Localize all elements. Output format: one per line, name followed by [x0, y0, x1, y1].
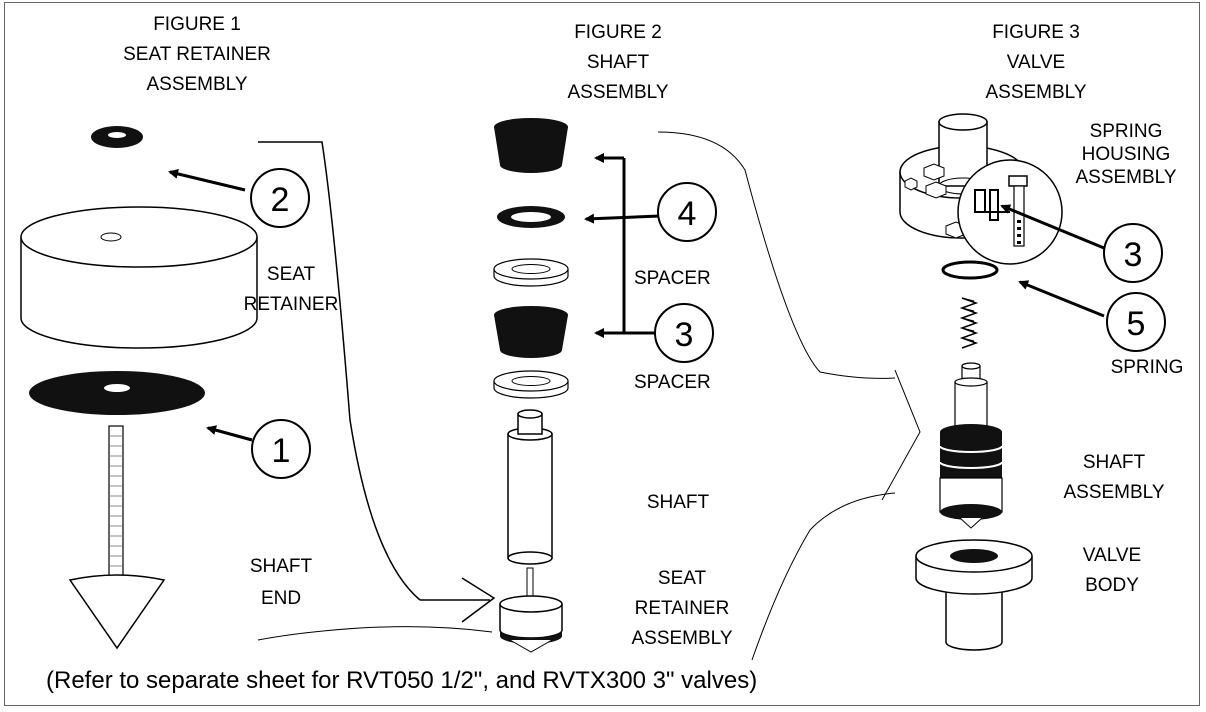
connector-fig1-top	[258, 141, 421, 601]
callout-4: 4	[657, 182, 717, 242]
svg-text:SPRING: SPRING	[1090, 121, 1163, 142]
callout-1: 1	[206, 419, 311, 479]
figure-3-title: FIGURE 3 VALVE ASSEMBLY	[985, 22, 1086, 103]
figure-1-title: FIGURE 1 SEAT RETAINER ASSEMBLY	[123, 14, 271, 95]
svg-text:FIGURE 3: FIGURE 3	[992, 22, 1080, 43]
fig3-detail-circle	[957, 159, 1063, 265]
svg-text:SEAT: SEAT	[658, 568, 707, 589]
fig3-shaft-assembly	[939, 362, 1003, 529]
label-shaft-end: SHAFT END	[250, 556, 313, 609]
svg-text:ASSEMBLY: ASSEMBLY	[1063, 482, 1164, 503]
svg-text:4: 4	[678, 195, 697, 233]
svg-text:3: 3	[675, 316, 694, 354]
svg-text:SEAT RETAINER: SEAT RETAINER	[123, 44, 271, 65]
svg-text:ASSEMBLY: ASSEMBLY	[146, 74, 247, 95]
label-seat-retainer-assembly: SEAT RETAINER ASSEMBLY	[631, 568, 732, 649]
fig3-valve-body	[915, 539, 1033, 651]
svg-text:VALVE: VALVE	[1007, 52, 1065, 73]
svg-text:RETAINER: RETAINER	[635, 598, 730, 619]
svg-text:SHAFT: SHAFT	[1083, 452, 1146, 473]
connector-arrow-open	[420, 577, 496, 623]
fig2-callout-bracket	[584, 153, 661, 338]
fig2-o-ring	[497, 206, 565, 228]
svg-text:HOUSING: HOUSING	[1082, 144, 1171, 165]
svg-text:VALVE: VALVE	[1083, 545, 1141, 566]
svg-text:1: 1	[272, 432, 291, 470]
svg-text:SHAFT: SHAFT	[250, 556, 313, 577]
label-spacer-1: SPACER	[634, 268, 711, 289]
svg-text:ASSEMBLY: ASSEMBLY	[985, 82, 1086, 103]
label-seat-retainer: SEAT RETAINER	[244, 264, 339, 315]
fig1-small-washer	[91, 126, 143, 148]
svg-text:2: 2	[271, 181, 290, 219]
svg-text:SHAFT: SHAFT	[587, 52, 650, 73]
svg-text:ASSEMBLY: ASSEMBLY	[1075, 167, 1176, 188]
label-valve-body: VALVE BODY	[1083, 545, 1141, 596]
svg-text:5: 5	[1127, 305, 1146, 343]
fig2-spacer-2	[493, 370, 569, 399]
connector-fig2-fig3	[657, 131, 921, 661]
callout-5: 5	[1018, 280, 1166, 352]
svg-text:ASSEMBLY: ASSEMBLY	[631, 628, 732, 649]
diagram-frame	[4, 2, 1200, 706]
label-spacer-2: SPACER	[634, 372, 711, 393]
fig2-shaft	[507, 409, 553, 565]
callout-3-fig3: 3	[1000, 204, 1163, 283]
fig2-seat-retainer-assembly	[499, 567, 563, 653]
fig1-large-washer	[29, 371, 205, 415]
svg-text:FIGURE 1: FIGURE 1	[153, 14, 241, 35]
fig2-seal-bottom	[494, 306, 568, 358]
svg-text:RETAINER: RETAINER	[244, 294, 339, 315]
svg-text:END: END	[261, 588, 301, 609]
label-spring-housing-assembly: SPRING HOUSING ASSEMBLY	[1075, 121, 1176, 188]
callout-2: 2	[168, 168, 310, 228]
fig2-seal-top	[494, 118, 568, 173]
fig3-o-ring	[941, 260, 999, 280]
label-shaft-assembly: SHAFT ASSEMBLY	[1063, 452, 1164, 503]
label-spring: SPRING	[1111, 357, 1184, 378]
label-shaft: SHAFT	[647, 492, 710, 513]
svg-text:3: 3	[1124, 236, 1143, 274]
fig1-shaft-end	[68, 425, 166, 650]
figure-2-title: FIGURE 2 SHAFT ASSEMBLY	[567, 22, 668, 103]
fig1-seat-retainer-block	[20, 206, 258, 349]
svg-text:ASSEMBLY: ASSEMBLY	[567, 82, 668, 103]
caption: (Refer to separate sheet for RVT050 1/2"…	[46, 667, 757, 694]
connector-fig1-bottom	[257, 626, 493, 641]
svg-text:FIGURE 2: FIGURE 2	[574, 22, 662, 43]
svg-text:SEAT: SEAT	[267, 264, 316, 285]
fig3-spring	[959, 297, 979, 349]
callout-3-fig2: 3	[654, 303, 714, 363]
fig2-spacer-1	[493, 258, 569, 287]
svg-text:BODY: BODY	[1085, 575, 1139, 596]
